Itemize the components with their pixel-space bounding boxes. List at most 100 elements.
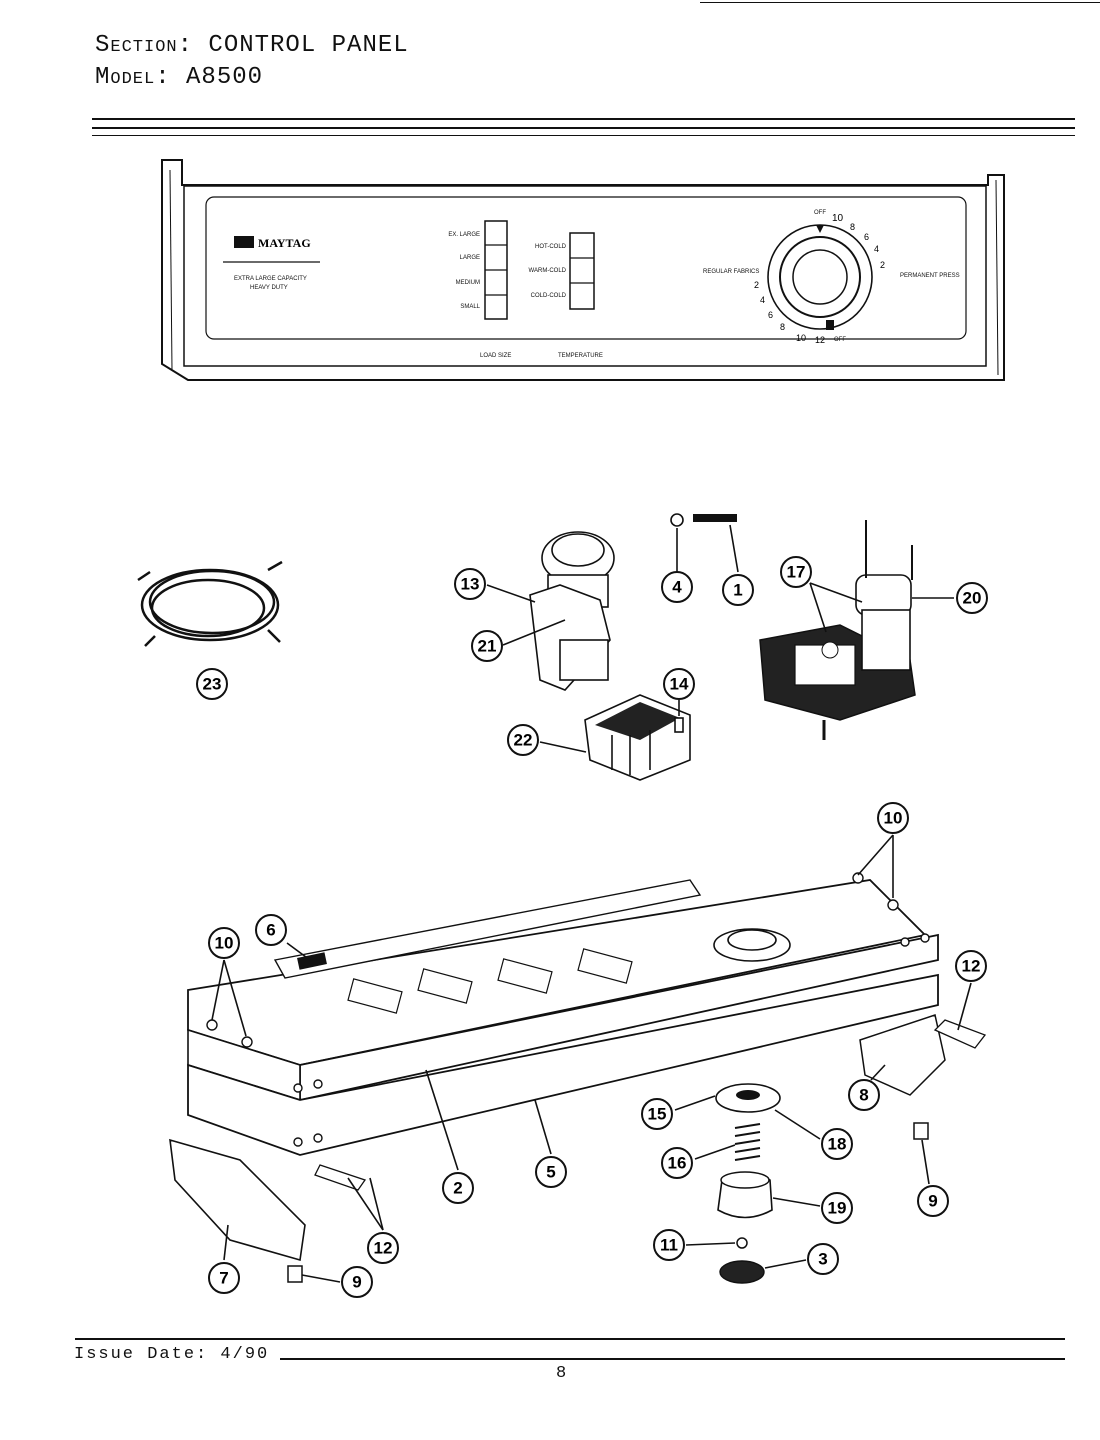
svg-text:18: 18 (828, 1135, 847, 1154)
control-panel-frame (169, 872, 987, 1283)
knob-stack (715, 1083, 781, 1284)
leader-lines (211, 524, 972, 1283)
small-part-4 (670, 513, 684, 527)
dial-num-6-left: 6 (768, 310, 773, 320)
callout-23: 23 (196, 668, 228, 700)
temp-option-cold-cold: COLD-COLD (531, 293, 567, 299)
dial-off-top: OFF (814, 210, 826, 216)
control-panel-illustration: MAYTAG EXTRA LARGE CAPACITY HEAVY DUTY E… (161, 159, 1005, 381)
svg-text:20: 20 (963, 589, 982, 608)
model-label: Model: (95, 64, 171, 91)
temp-option-warm-cold: WARM-COLD (529, 268, 567, 274)
wire-harness (137, 560, 283, 647)
callout-6: 6 (255, 914, 287, 946)
spring-part-1 (693, 514, 737, 522)
callout-10-right: 10 (877, 802, 909, 834)
svg-text:14: 14 (670, 675, 689, 694)
section-label: Section: (95, 32, 194, 59)
callout-10-left: 10 (208, 927, 240, 959)
header-rule-3 (92, 135, 1075, 136)
timer-dial: REGULAR FABRICS PERMANENT PRESS OFF OFF … (703, 210, 960, 345)
callout-15: 15 (641, 1098, 673, 1130)
callout-13: 13 (454, 568, 486, 600)
model-value: A8500 (186, 64, 264, 91)
dial-num-6-top: 6 (864, 232, 869, 242)
svg-text:17: 17 (787, 563, 806, 582)
section-line: Section: CONTROL PANEL (95, 32, 409, 59)
svg-text:12: 12 (374, 1239, 393, 1258)
callout-12-right: 12 (955, 950, 987, 982)
svg-text:5: 5 (546, 1163, 555, 1182)
svg-text:9: 9 (352, 1273, 361, 1292)
svg-text:9: 9 (928, 1192, 937, 1211)
dial-num-10-bottom: 10 (796, 333, 806, 343)
callout-19: 19 (821, 1192, 853, 1224)
callout-8: 8 (848, 1079, 880, 1111)
dial-num-2-right: 2 (880, 260, 885, 270)
callout-14: 14 (663, 668, 695, 700)
load-option-small: SMALL (460, 304, 480, 310)
panel-capacity-line2: HEAVY DUTY (250, 285, 288, 291)
callout-2: 2 (442, 1172, 474, 1204)
dial-num-2-left: 2 (754, 280, 759, 290)
dial-num-4-left: 4 (760, 295, 765, 305)
callout-7: 7 (208, 1262, 240, 1294)
callout-17: 17 (780, 556, 812, 588)
svg-text:3: 3 (818, 1250, 827, 1269)
temp-option-hot-cold: HOT-COLD (535, 244, 567, 250)
svg-text:19: 19 (828, 1199, 847, 1218)
svg-text:11: 11 (660, 1236, 678, 1255)
temperature-label: TEMPERATURE (558, 353, 603, 359)
svg-text:1: 1 (733, 581, 742, 600)
selector-switch-assembly (529, 531, 615, 691)
svg-text:10: 10 (215, 934, 234, 953)
svg-text:8: 8 (859, 1086, 868, 1105)
svg-text:21: 21 (478, 637, 497, 656)
dial-num-8-left: 8 (780, 322, 785, 332)
callout-9-right: 9 (917, 1185, 949, 1217)
temperature-buttons: HOT-COLD WARM-COLD COLD-COLD (529, 232, 595, 310)
load-option-large: LARGE (460, 255, 480, 261)
top-corner-rule (700, 2, 1100, 3)
section-value: CONTROL PANEL (208, 32, 409, 59)
svg-text:4: 4 (672, 578, 682, 597)
svg-text:23: 23 (203, 675, 222, 694)
terminal-block (584, 694, 691, 781)
callout-18: 18 (821, 1128, 853, 1160)
svg-text:15: 15 (648, 1105, 667, 1124)
svg-text:2: 2 (453, 1179, 462, 1198)
panel-capacity-line1: EXTRA LARGE CAPACITY (234, 276, 307, 282)
panel-brand: MAYTAG (258, 236, 311, 250)
callout-11: 11 (653, 1229, 685, 1261)
callout-20: 20 (956, 582, 988, 614)
issue-date: Issue Date: 4/90 (74, 1345, 270, 1364)
footer-rule-1 (75, 1338, 1065, 1340)
svg-text:10: 10 (884, 809, 903, 828)
header-rule-1 (92, 118, 1075, 120)
dial-off-bottom: OFF (834, 337, 846, 343)
load-size-buttons: EX. LARGE LARGE MEDIUM SMALL (448, 220, 508, 320)
model-line: Model: A8500 (95, 64, 263, 91)
dial-num-8-top: 8 (850, 222, 855, 232)
callout-21: 21 (471, 630, 503, 662)
callout-5: 5 (535, 1156, 567, 1188)
svg-text:22: 22 (514, 731, 533, 750)
load-option-ex-large: EX. LARGE (448, 232, 480, 238)
svg-text:13: 13 (461, 575, 480, 594)
callout-1: 1 (722, 574, 754, 606)
svg-text:7: 7 (219, 1269, 228, 1288)
load-size-label: LOAD SIZE (480, 353, 511, 359)
dial-label-regular: REGULAR FABRICS (703, 269, 759, 275)
callout-9-left: 9 (341, 1266, 373, 1298)
dial-num-10-top: 10 (832, 213, 844, 224)
timer-assembly (759, 520, 916, 740)
callout-12-bottom: 12 (367, 1232, 399, 1264)
callout-3: 3 (807, 1243, 839, 1275)
page-number: 8 (556, 1364, 567, 1383)
load-option-medium: MEDIUM (456, 280, 480, 286)
maytag-logo-icon (234, 236, 254, 248)
footer-rule-2 (280, 1358, 1065, 1360)
dial-num-4-top: 4 (874, 244, 879, 254)
svg-text:12: 12 (962, 957, 981, 976)
